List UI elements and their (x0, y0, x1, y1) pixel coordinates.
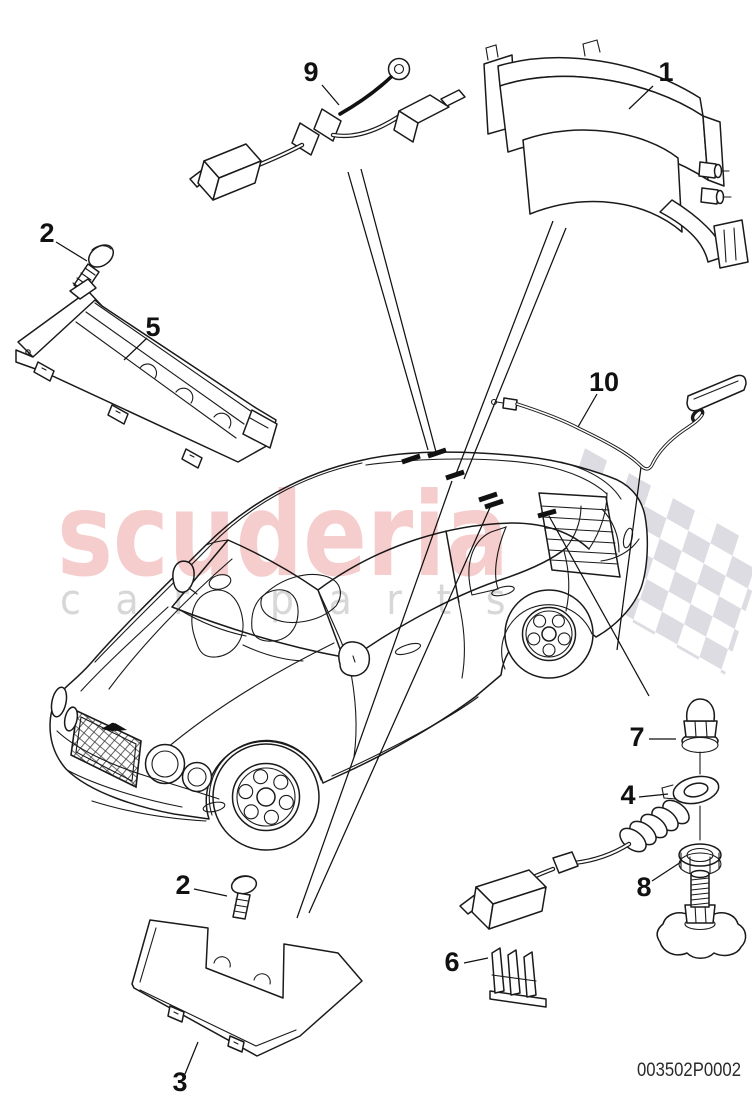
part-2-screw-top (72, 244, 115, 294)
roof-drip-rail (317, 522, 590, 591)
callout-8: 8 (636, 872, 651, 902)
brand-badge-icon (101, 722, 127, 732)
rear-window-antenna-grid (538, 492, 621, 578)
inset-panel (522, 129, 683, 233)
left-mirror (338, 641, 371, 677)
part-5-cover-strip (15, 278, 278, 469)
headlights (50, 686, 213, 793)
part-9-antenna-y-cable (189, 57, 466, 201)
callout-leaders (55, 84, 682, 1075)
callout-1: 1 (658, 57, 673, 87)
clip-tabs (33, 361, 203, 469)
part-1-antenna-amplifier (483, 39, 749, 269)
antenna-base-stud (656, 869, 747, 959)
callout-2-bottom: 2 (175, 870, 190, 900)
b-pillar (445, 530, 460, 604)
callout-2-top: 2 (39, 218, 54, 248)
part-4-bonding-strap (459, 775, 720, 930)
antenna-blade (686, 374, 747, 412)
beltline (347, 547, 567, 662)
ring-terminal (387, 57, 411, 81)
watermark: scuderia car parts (57, 468, 540, 624)
roof-antenna-markers (401, 447, 557, 519)
part-7-cap-nut (681, 698, 719, 754)
callout-7: 7 (629, 722, 644, 752)
roofline-inner (94, 462, 363, 663)
fog-lamp (202, 801, 226, 813)
part-3-cover-plate (131, 919, 363, 1057)
leader-lines (296, 168, 650, 919)
callout-9: 9 (303, 57, 318, 87)
part-10-antenna-wire (490, 374, 747, 471)
rear-door-cut (458, 603, 465, 679)
right-mirror (172, 560, 198, 595)
callout-5: 5 (145, 312, 160, 342)
callout-4: 4 (620, 780, 635, 810)
callout-10: 10 (589, 367, 619, 397)
clip-tabs (167, 1005, 245, 1053)
front-door-handle (394, 642, 422, 656)
callout-labels: 9 1 2 5 10 7 4 8 6 2 3 (39, 57, 673, 1097)
car-interior (179, 573, 341, 662)
front-wheel (208, 739, 322, 851)
rear-wheel (501, 589, 594, 679)
part-6-clip (489, 947, 547, 1008)
quarter-window (468, 526, 507, 596)
watermark-brand: scuderia (57, 468, 509, 603)
rear-door-handle (491, 585, 515, 597)
car-illustration (49, 447, 649, 851)
watermark-tagline: car parts (60, 575, 540, 624)
coax-connectors (698, 161, 732, 205)
drawing-number: 003502P0002 (637, 1060, 741, 1081)
callout-3: 3 (172, 1067, 187, 1097)
windshield (171, 539, 344, 658)
part-2-screw-bottom (230, 875, 258, 920)
callout-6: 6 (444, 947, 459, 977)
